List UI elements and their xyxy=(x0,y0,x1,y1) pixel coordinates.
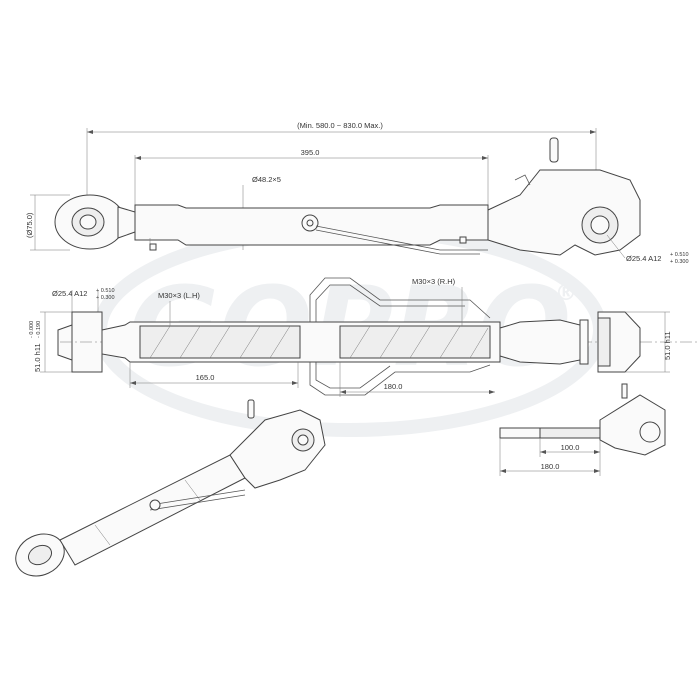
left-width-tolerance-upper: - 0.000 xyxy=(29,321,35,338)
top-view: (Min. 580.0 ~ 830.0 Max.) 395.0 Ø48.2×5 … xyxy=(25,121,689,265)
left-pin-tolerance-upper: + 0.510 xyxy=(96,288,115,294)
hook-end xyxy=(487,169,641,256)
left-thread-length-label: 165.0 xyxy=(196,373,215,382)
detail-inner-length-label: 100.0 xyxy=(561,443,580,452)
section-view: Ø25.4 A12 + 0.510 + 0.300 51.0 h11 - 0.0… xyxy=(29,277,700,397)
pin-diameter-label: Ø25.4 A12 xyxy=(626,254,661,263)
right-thread-length-label: 180.0 xyxy=(384,382,403,391)
thread-left-label: M30×3 (L.H) xyxy=(158,291,200,300)
body-length-label: 395.0 xyxy=(301,148,320,157)
handle-loop xyxy=(309,277,491,322)
left-width-tolerance-lower: - 0.190 xyxy=(36,321,42,338)
right-width-label: 51.0 h11 xyxy=(663,331,672,360)
pin-tolerance-upper: + 0.510 xyxy=(670,252,689,258)
right-end-side xyxy=(499,319,581,365)
pin-tolerance-lower: + 0.300 xyxy=(670,259,689,265)
left-pin-diameter-label: Ø25.4 A12 xyxy=(52,289,87,298)
eye-diameter-label: (Ø75.0) xyxy=(25,212,34,238)
isometric-view xyxy=(15,399,326,577)
left-width-label: 51.0 h11 xyxy=(33,343,42,372)
left-pin-tolerance-lower: + 0.300 xyxy=(96,295,115,301)
detail-view: 100.0 180.0 xyxy=(499,383,666,476)
overall-length-label: (Min. 580.0 ~ 830.0 Max.) xyxy=(297,121,383,130)
watermark-registered-mark: ® xyxy=(555,281,577,306)
detail-outer-length-label: 180.0 xyxy=(541,462,560,471)
tube-diameter-label: Ø48.2×5 xyxy=(252,175,281,184)
thread-right-label: M30×3 (R.H) xyxy=(412,277,456,286)
